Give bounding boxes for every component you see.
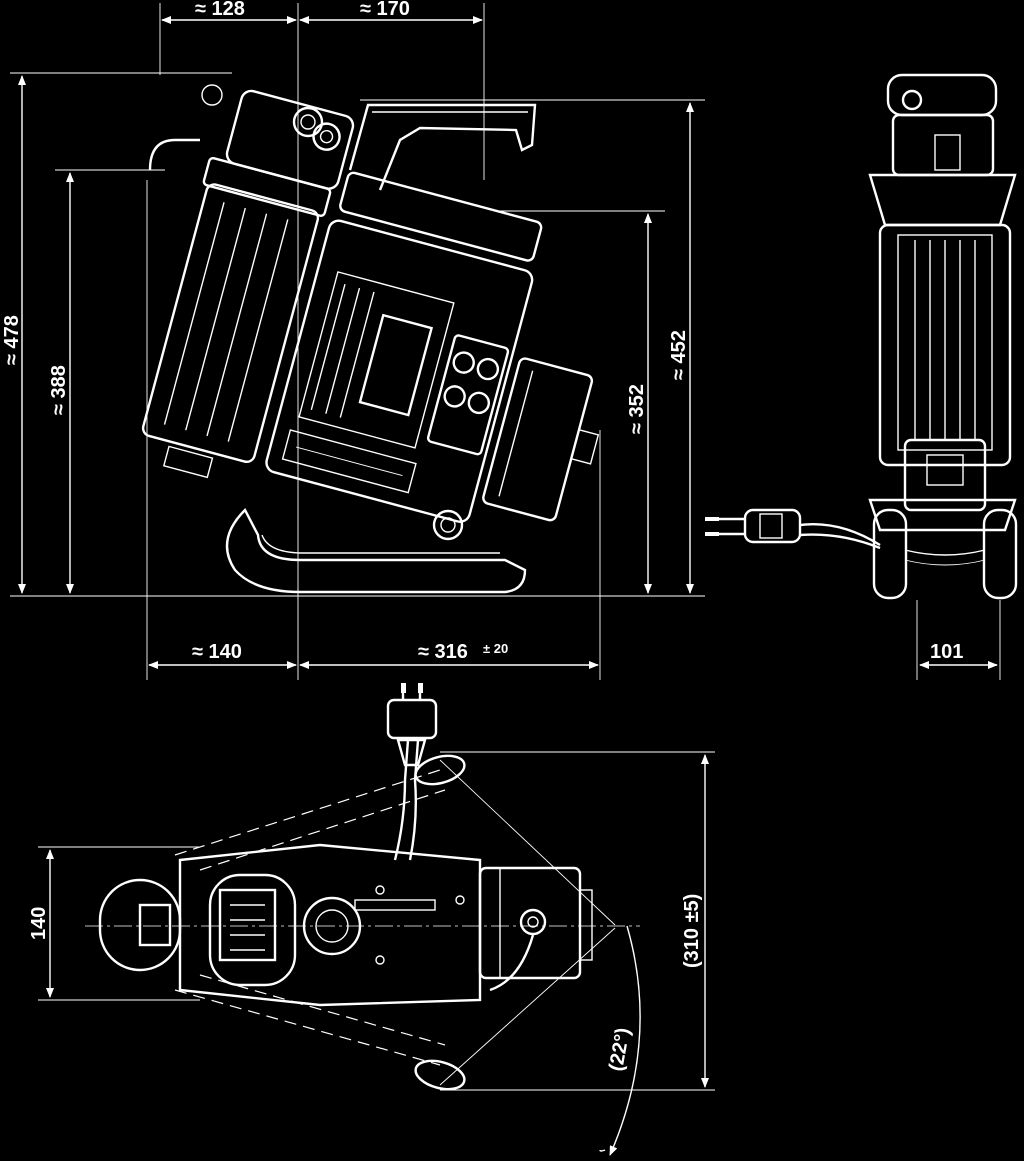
dim-bottom-140-label: ≈ 140 bbox=[192, 641, 242, 663]
dim-top-view-140: 140 bbox=[28, 849, 54, 998]
dim-width-101: 101 bbox=[919, 641, 998, 669]
dim-height-478: ≈ 478 bbox=[1, 75, 26, 594]
dim-bottom-316: ≈ 316 ± 20 bbox=[299, 641, 599, 669]
dim-angle-22: (22°) bbox=[599, 925, 641, 1156]
dim-top-170: ≈ 170 bbox=[299, 0, 483, 24]
dim-height-388: ≈ 388 bbox=[48, 172, 74, 594]
dim-height-452: ≈ 452 bbox=[668, 102, 694, 594]
front-machine-drawing bbox=[705, 73, 1018, 600]
dim-height-478-label: ≈ 478 bbox=[1, 315, 23, 365]
top-machine-drawing bbox=[98, 683, 593, 1091]
top-view: 140 (310 ±5) (22°) bbox=[28, 683, 715, 1156]
dim-bottom-316-label: ≈ 316 bbox=[418, 641, 468, 663]
dim-height-352-label: ≈ 352 bbox=[626, 384, 648, 434]
dim-radius-310-label: (310 ±5) bbox=[681, 894, 703, 968]
dim-bottom-316-tolerance: ± 20 bbox=[483, 641, 508, 656]
dim-height-352: ≈ 352 bbox=[626, 213, 652, 594]
dim-top-128-label: ≈ 128 bbox=[195, 0, 245, 20]
dim-radius-310: (310 ±5) bbox=[681, 754, 709, 1088]
dim-height-452-label: ≈ 452 bbox=[668, 330, 690, 380]
dim-top-view-140-label: 140 bbox=[28, 907, 50, 940]
dim-bottom-140: ≈ 140 bbox=[148, 641, 297, 669]
dim-angle-22-label: (22°) bbox=[605, 1026, 634, 1073]
dim-top-128: ≈ 128 bbox=[161, 0, 297, 24]
dim-top-170-label: ≈ 170 bbox=[360, 0, 410, 20]
side-view: ≈ 128 ≈ 170 ≈ 478 ≈ 388 ≈ 352 ≈ 452 ≈ 14… bbox=[1, 0, 705, 680]
front-view: 101 bbox=[705, 73, 1018, 680]
side-machine-drawing bbox=[141, 84, 600, 594]
dim-height-388-label: ≈ 388 bbox=[48, 365, 70, 415]
dim-width-101-label: 101 bbox=[930, 641, 963, 663]
